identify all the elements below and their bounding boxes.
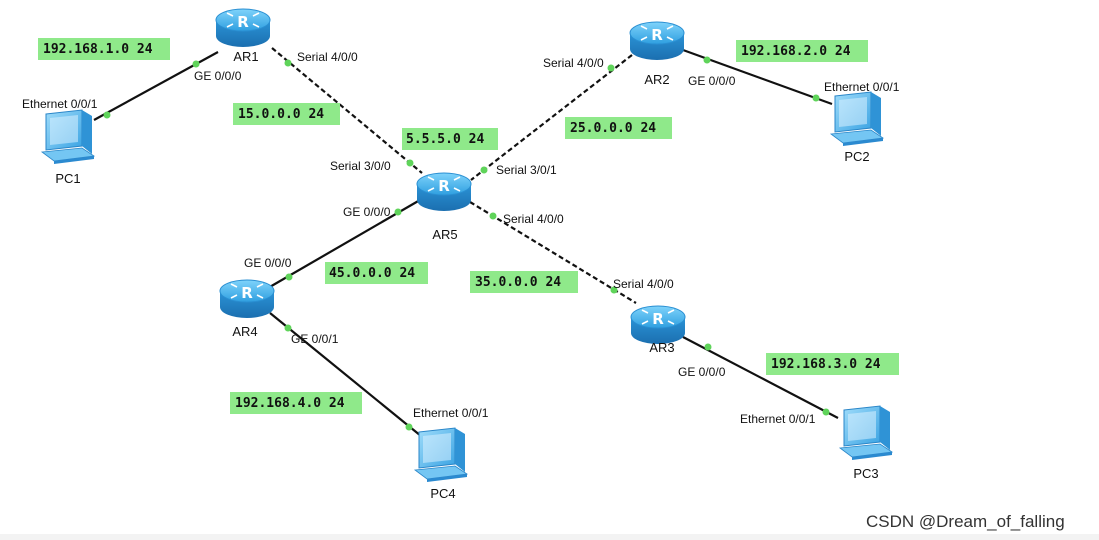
port-dot-ar2-pc2-b — [812, 94, 820, 102]
network-label-35-0-0-0: 35.0.0.0 24 — [470, 271, 578, 293]
router-ar4[interactable]: AR4 — [219, 279, 275, 339]
port-dot-ar4-pc4-a — [284, 324, 292, 332]
link-ar4-pc4-ethernet[interactable] — [269, 312, 422, 437]
router-label-ar3: AR3 — [649, 340, 674, 355]
port-label-pc2-eth001: Ethernet 0/0/1 — [824, 80, 900, 94]
port-label-ar2-s400: Serial 4/0/0 — [543, 56, 604, 70]
svg-text:192.168.2.0 24: 192.168.2.0 24 — [741, 44, 851, 59]
svg-text:35.0.0.0 24: 35.0.0.0 24 — [475, 275, 561, 290]
port-dot-ar1-ar5-b — [406, 159, 414, 167]
link-ar2-ar5-serial[interactable] — [470, 54, 633, 181]
network-label-15-0-0-0: 15.0.0.0 24 — [233, 103, 340, 125]
port-dot-ar5-ar4-a — [394, 208, 402, 216]
router-icon — [219, 279, 275, 319]
port-label-ar5-ge000: GE 0/0/0 — [343, 205, 391, 219]
svg-text:15.0.0.0 24: 15.0.0.0 24 — [238, 107, 324, 122]
port-dot-ar3-pc3-b — [822, 408, 830, 416]
svg-text:25.0.0.0 24: 25.0.0.0 24 — [570, 121, 656, 136]
pc-label-pc4: PC4 — [430, 486, 455, 501]
port-dot-ar5-ar3-a — [489, 212, 497, 220]
port-label-ar4-ge000: GE 0/0/0 — [244, 256, 292, 270]
port-label-ar3-ge000: GE 0/0/0 — [678, 365, 726, 379]
watermark: CSDN @Dream_of_falling — [866, 512, 1065, 531]
link-ar5-ar4-ethernet[interactable] — [267, 199, 421, 289]
router-ar2[interactable]: AR2 — [629, 21, 685, 87]
router-label-ar1: AR1 — [233, 49, 258, 64]
network-label-5-5-5-0: 5.5.5.0 24 — [402, 128, 498, 150]
network-label-45-0-0-0: 45.0.0.0 24 — [325, 262, 428, 284]
port-label-pc3-eth001: Ethernet 0/0/1 — [740, 412, 816, 426]
link-ar5-ar3-serial[interactable] — [469, 201, 637, 304]
pc-pc1[interactable]: PC1 — [41, 109, 95, 186]
link-ar1-ar5-serial[interactable] — [271, 47, 423, 174]
pc-icon — [414, 427, 468, 483]
pc-pc4[interactable]: PC4 — [414, 427, 468, 501]
pc-icon — [41, 109, 95, 165]
router-label-ar4: AR4 — [232, 324, 257, 339]
router-label-ar5: AR5 — [432, 227, 457, 242]
pc-icon — [839, 405, 893, 461]
link-ar1-pc1-ethernet[interactable] — [93, 51, 219, 121]
pc-label-pc1: PC1 — [55, 171, 80, 186]
link-ar3-pc3-ethernet[interactable] — [682, 336, 839, 419]
port-dot-ar1-pc1-a — [192, 60, 200, 68]
router-icon — [630, 305, 686, 345]
pc-pc3[interactable]: PC3 — [839, 405, 893, 481]
pc-pc2[interactable]: PC2 — [830, 91, 884, 164]
network-label-192-168-1-0: 192.168.1.0 24 — [38, 38, 170, 60]
port-dot-ar3-pc3-a — [704, 343, 712, 351]
port-label-pc4-eth001: Ethernet 0/0/1 — [413, 406, 489, 420]
port-label-pc1-eth001: Ethernet 0/0/1 — [22, 97, 98, 111]
port-dot-ar5-ar3-b — [610, 286, 618, 294]
network-label-192-168-2-0: 192.168.2.0 24 — [736, 40, 868, 62]
port-label-ar4-ge001: GE 0/0/1 — [291, 332, 339, 346]
bottom-edge-bar — [0, 534, 1099, 540]
router-ar5[interactable]: AR5 — [416, 172, 472, 242]
network-label-25-0-0-0: 25.0.0.0 24 — [565, 117, 672, 139]
svg-text:192.168.4.0 24: 192.168.4.0 24 — [235, 396, 345, 411]
svg-text:192.168.1.0 24: 192.168.1.0 24 — [43, 42, 153, 57]
pc-label-pc3: PC3 — [853, 466, 878, 481]
port-dot-ar5-ar4-b — [285, 273, 293, 281]
port-dot-ar4-pc4-b — [405, 423, 413, 431]
port-label-ar5-s400: Serial 4/0/0 — [503, 212, 564, 226]
router-ar1[interactable]: AR1 — [215, 8, 271, 64]
port-dot-ar1-ar5-a — [284, 59, 292, 67]
port-label-ar3-s400: Serial 4/0/0 — [613, 277, 674, 291]
svg-text:192.168.3.0 24: 192.168.3.0 24 — [771, 357, 881, 372]
port-dot-ar2-ar5-a — [607, 64, 615, 72]
network-label-192-168-4-0: 192.168.4.0 24 — [230, 392, 362, 414]
port-label-ar5-s301: Serial 3/0/1 — [496, 163, 557, 177]
port-label-ar2-ge000: GE 0/0/0 — [688, 74, 736, 88]
svg-text:45.0.0.0 24: 45.0.0.0 24 — [329, 266, 415, 281]
port-label-ar5-s300: Serial 3/0/0 — [330, 159, 391, 173]
router-icon — [416, 172, 472, 212]
pc-icon — [830, 91, 884, 147]
pc-label-pc2: PC2 — [844, 149, 869, 164]
port-label-ar1-s400: Serial 4/0/0 — [297, 50, 358, 64]
port-dot-ar2-pc2-a — [703, 56, 711, 64]
router-label-ar2: AR2 — [644, 72, 669, 87]
router-icon — [629, 21, 685, 61]
port-dot-ar1-pc1-b — [103, 111, 111, 119]
port-label-ar1-ge000: GE 0/0/0 — [194, 69, 242, 83]
svg-text:5.5.5.0 24: 5.5.5.0 24 — [406, 132, 484, 147]
router-ar3[interactable]: AR3 — [630, 305, 686, 355]
router-icon — [215, 8, 271, 48]
network-label-192-168-3-0: 192.168.3.0 24 — [766, 353, 899, 375]
port-dot-ar2-ar5-b — [480, 166, 488, 174]
